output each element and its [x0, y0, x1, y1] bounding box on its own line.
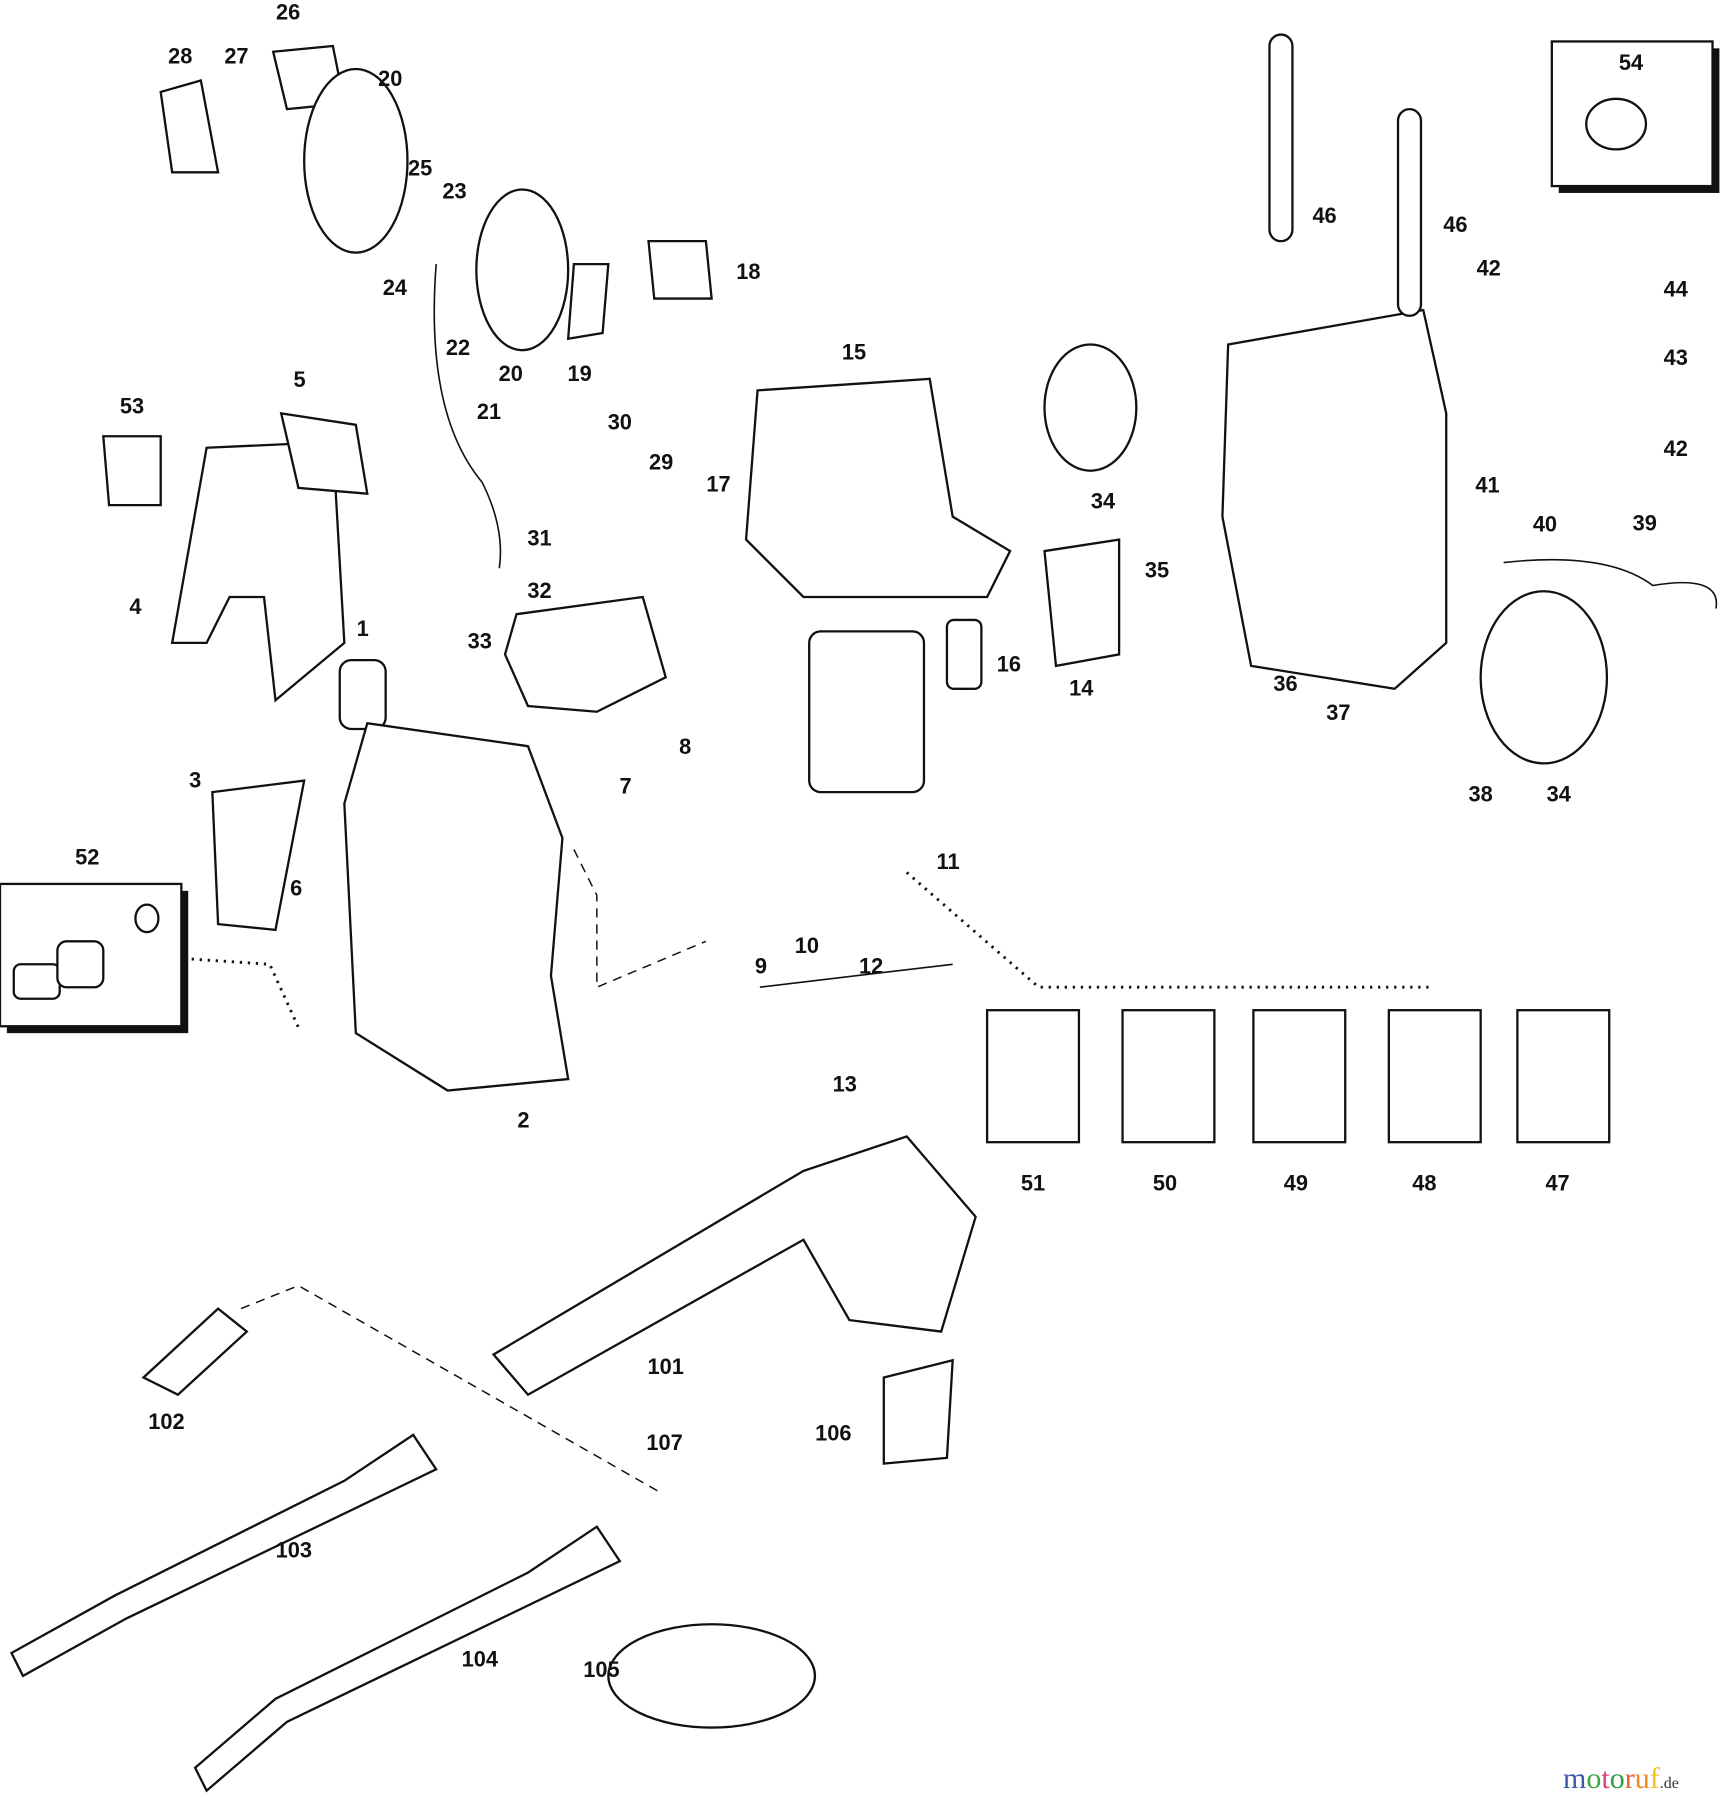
part-label-50: 50: [1153, 1170, 1177, 1195]
part-label-54: 54: [1619, 50, 1643, 75]
part-label-101: 101: [648, 1354, 684, 1379]
part-label-46: 46: [1312, 203, 1336, 228]
watermark-letter: o: [1586, 1762, 1602, 1795]
part-label-16: 16: [997, 652, 1021, 677]
part-label-1: 1: [357, 616, 369, 641]
part-label-37: 37: [1326, 700, 1350, 725]
part-label-2: 2: [517, 1107, 529, 1132]
part-label-33: 33: [468, 629, 492, 654]
watermark-logo: motoruf.de: [1563, 1762, 1679, 1796]
part-label-25: 25: [408, 156, 432, 181]
part-label-40: 40: [1533, 512, 1557, 537]
watermark-letter: r: [1624, 1762, 1635, 1795]
part-label-107: 107: [646, 1430, 682, 1455]
part-label-20: 20: [499, 361, 523, 386]
part-label-31: 31: [527, 525, 551, 550]
part-label-5: 5: [294, 367, 306, 392]
part-label-6: 6: [290, 875, 302, 900]
part-label-3: 3: [189, 768, 201, 793]
part-label-4: 4: [129, 594, 141, 619]
part-label-17: 17: [706, 471, 730, 496]
watermark-letter: t: [1601, 1762, 1610, 1795]
part-label-9: 9: [755, 953, 767, 978]
part-label-104: 104: [462, 1647, 498, 1672]
watermark-letter: u: [1634, 1762, 1650, 1795]
part-label-19: 19: [568, 361, 592, 386]
part-label-49: 49: [1284, 1170, 1308, 1195]
part-label-23: 23: [442, 179, 466, 204]
part-label-105: 105: [583, 1657, 619, 1682]
inset-box-52: [0, 882, 189, 1034]
part-label-12: 12: [859, 953, 883, 978]
part-label-44: 44: [1664, 276, 1688, 301]
watermark-letter: m: [1563, 1762, 1587, 1795]
part-label-38: 38: [1469, 781, 1493, 806]
part-label-13: 13: [833, 1072, 857, 1097]
part-label-102: 102: [148, 1409, 184, 1434]
part-label-11: 11: [937, 849, 960, 874]
part-shapes: [9, 33, 1718, 1793]
part-label-52: 52: [75, 844, 99, 869]
leader-lines: [183, 849, 1433, 1493]
part-label-53: 53: [120, 393, 144, 418]
part-label-10: 10: [795, 933, 819, 958]
part-label-43: 43: [1664, 345, 1688, 370]
part-label-29: 29: [649, 450, 673, 475]
watermark-letter: f: [1649, 1762, 1660, 1795]
part-label-34: 34: [1091, 489, 1115, 514]
part-label-20: 20: [378, 66, 402, 91]
part-label-8: 8: [679, 734, 691, 759]
part-label-18: 18: [736, 259, 760, 284]
part-label-106: 106: [815, 1421, 851, 1446]
watermark-suffix: .de: [1659, 1775, 1679, 1792]
part-label-103: 103: [276, 1538, 312, 1563]
part-label-42: 42: [1664, 436, 1688, 461]
part-label-24: 24: [383, 275, 407, 300]
part-label-15: 15: [842, 339, 866, 364]
part-label-48: 48: [1412, 1170, 1436, 1195]
part-label-36: 36: [1273, 671, 1297, 696]
part-label-47: 47: [1545, 1170, 1569, 1195]
part-label-26: 26: [276, 0, 300, 25]
part-label-22: 22: [446, 335, 470, 360]
inset-box-54: [1550, 40, 1720, 193]
part-label-28: 28: [168, 43, 192, 68]
part-label-35: 35: [1145, 557, 1169, 582]
part-label-42: 42: [1477, 256, 1501, 281]
part-label-46: 46: [1443, 212, 1467, 237]
part-label-30: 30: [608, 409, 632, 434]
part-label-51: 51: [1021, 1170, 1045, 1195]
part-label-7: 7: [619, 773, 631, 798]
part-label-27: 27: [224, 43, 248, 68]
part-label-14: 14: [1069, 676, 1093, 701]
part-label-32: 32: [527, 578, 551, 603]
part-label-41: 41: [1475, 473, 1499, 498]
part-label-21: 21: [477, 399, 501, 424]
part-label-39: 39: [1633, 510, 1657, 535]
part-label-34: 34: [1547, 781, 1571, 806]
watermark-letter: o: [1609, 1762, 1625, 1795]
